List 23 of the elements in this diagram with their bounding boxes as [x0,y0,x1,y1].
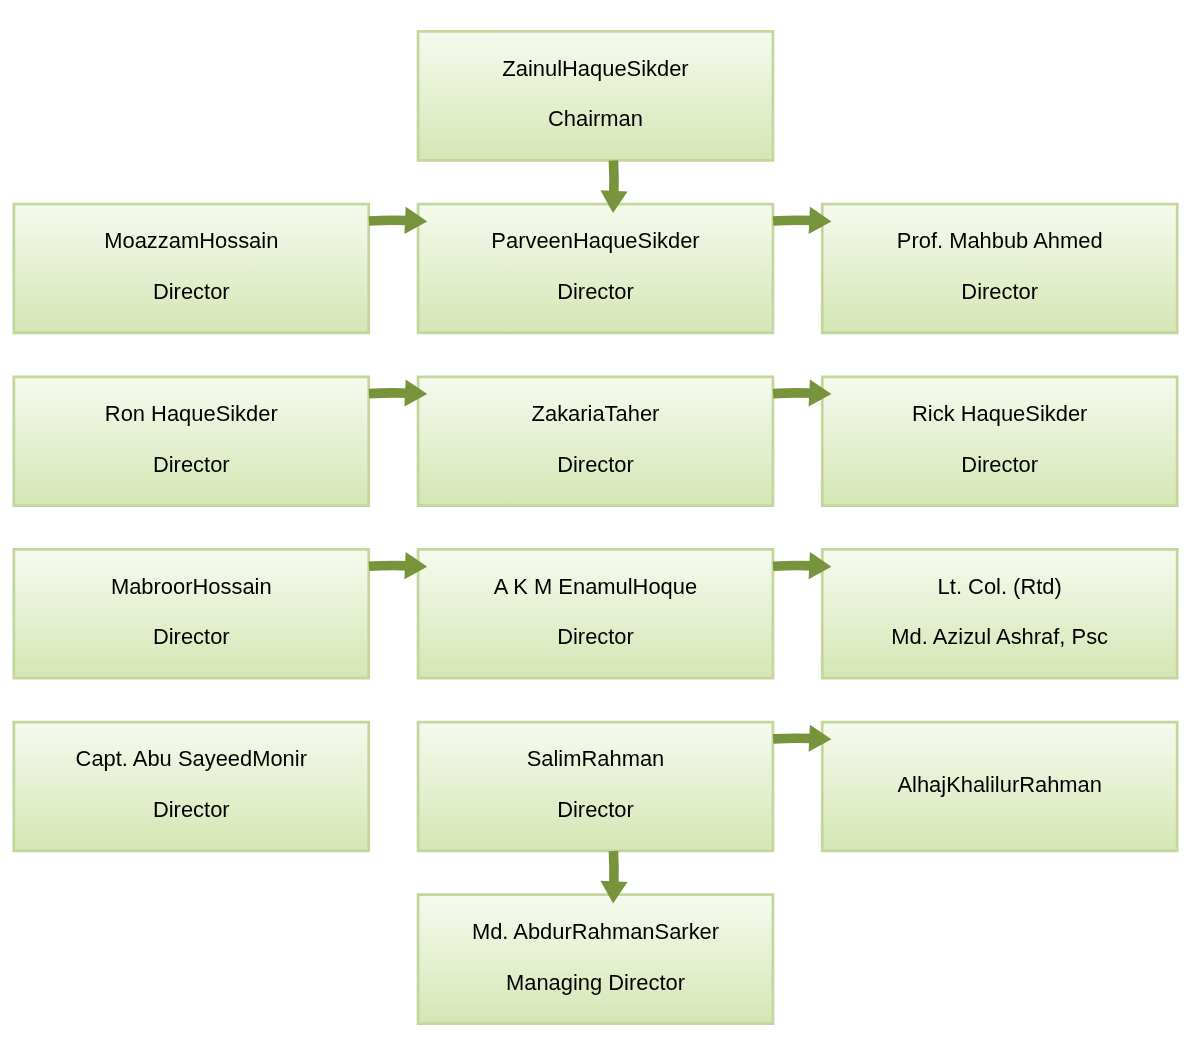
node-box: SalimRahman Director [416,720,775,853]
node-box: A K M EnamulHoque Director [416,548,775,680]
node-box: Lt. Col. (Rtd) Md. Azizul Ashraf, Psc [820,548,1179,680]
node-box: ZainulHaqueSikder Chairman [416,30,775,162]
arrow [368,206,428,234]
arrow [368,552,428,580]
node-box: Capt. Abu SayeedMonir Director [12,720,371,853]
node-box: Ron HaqueSikder Director [12,375,371,507]
node-box: Rick HaqueSikder Director [820,375,1179,507]
node-box: Md. AbdurRahmanSarker Managing Director [416,893,775,1025]
node-box: ParveenHaqueSikder Director [416,202,775,335]
arrow [772,552,832,580]
arrow [772,379,832,407]
node-box: ZakariaTaher Director [416,375,775,507]
arrow [600,160,628,213]
arrow [772,206,832,234]
arrow [600,850,628,904]
node-box: AlhajKhalilurRahman [820,720,1179,853]
arrow [772,724,832,752]
node-box: MabroorHossain Director [12,548,371,680]
arrow [368,379,428,407]
node-box: MoazzamHossain Director [12,202,371,335]
node-box: Prof. Mahbub Ahmed Director [820,202,1179,335]
